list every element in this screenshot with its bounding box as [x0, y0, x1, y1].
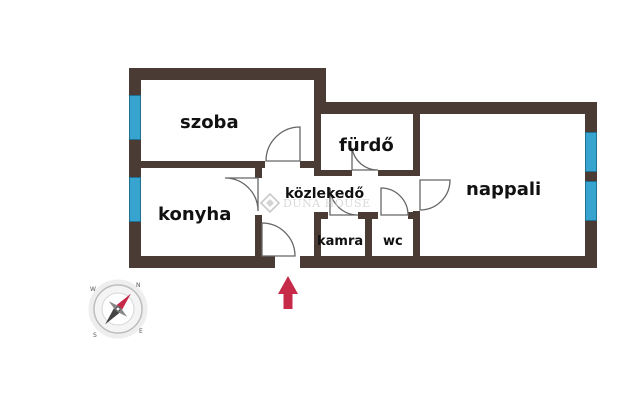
door-nappali: [419, 179, 451, 211]
entrance-arrow-icon: [278, 276, 298, 309]
wall-konyha-kozlekedo-upper: [255, 168, 262, 178]
wall-furdo-nappali: [413, 114, 420, 176]
wall-kamra-left: [314, 212, 321, 256]
room-label-nappali: nappali: [466, 179, 541, 200]
wall-top-right: [314, 102, 597, 114]
window-konyha: [129, 177, 141, 222]
duna-house-logo-icon: [259, 192, 281, 214]
watermark: DUNA HOUSE: [259, 192, 371, 214]
room-label-szoba: szoba: [180, 112, 239, 133]
room-label-kozlekedo: közlekedő: [285, 186, 364, 202]
compass-ring-shadow: [88, 279, 148, 339]
watermark-text: DUNA HOUSE: [283, 197, 371, 210]
door-wc: [380, 187, 409, 216]
door-kamra: [329, 187, 359, 216]
doors: [224, 126, 451, 257]
window-nappali-lower: [585, 181, 597, 221]
wall-wc-top-right: [408, 212, 418, 219]
door-szoba: [265, 126, 301, 162]
compass-label-s: S: [93, 332, 97, 339]
compass-label-w: W: [90, 286, 96, 293]
room-labels: szoba fürdő közlekedő konyha nappali kam…: [158, 112, 541, 249]
wall-top-left: [129, 68, 326, 80]
wall-bottom-right: [300, 256, 597, 268]
compass-label-e: E: [139, 328, 143, 335]
wall-szoba-bottom: [141, 161, 265, 168]
windows: [129, 95, 597, 222]
wall-furdo-bottom-left: [314, 170, 352, 176]
door-furdo: [351, 147, 379, 171]
wall-nappali-wc: [413, 211, 420, 256]
wall-bottom-left: [129, 256, 275, 268]
wall-szoba-bottom-stub: [300, 161, 320, 168]
wall-furdo-bottom-right: [378, 170, 418, 176]
door-konyha: [224, 177, 259, 212]
door-entrance: [261, 222, 296, 257]
room-label-konyha: konyha: [158, 204, 231, 225]
room-label-kamra: kamra: [317, 234, 363, 249]
window-szoba: [129, 95, 141, 140]
wall-wc-top: [372, 212, 378, 219]
window-frames: [129, 95, 597, 222]
compass-rose-icon: N E S W: [88, 279, 148, 339]
wall-kamra-wc: [365, 212, 372, 256]
compass-label-n: N: [136, 282, 141, 289]
wall-konyha-kozlekedo-lower: [255, 215, 262, 256]
wall-szoba-furdo: [314, 114, 321, 170]
room-label-furdo: fürdő: [339, 135, 394, 156]
window-nappali-upper: [585, 132, 597, 172]
room-label-wc: wc: [383, 234, 403, 249]
